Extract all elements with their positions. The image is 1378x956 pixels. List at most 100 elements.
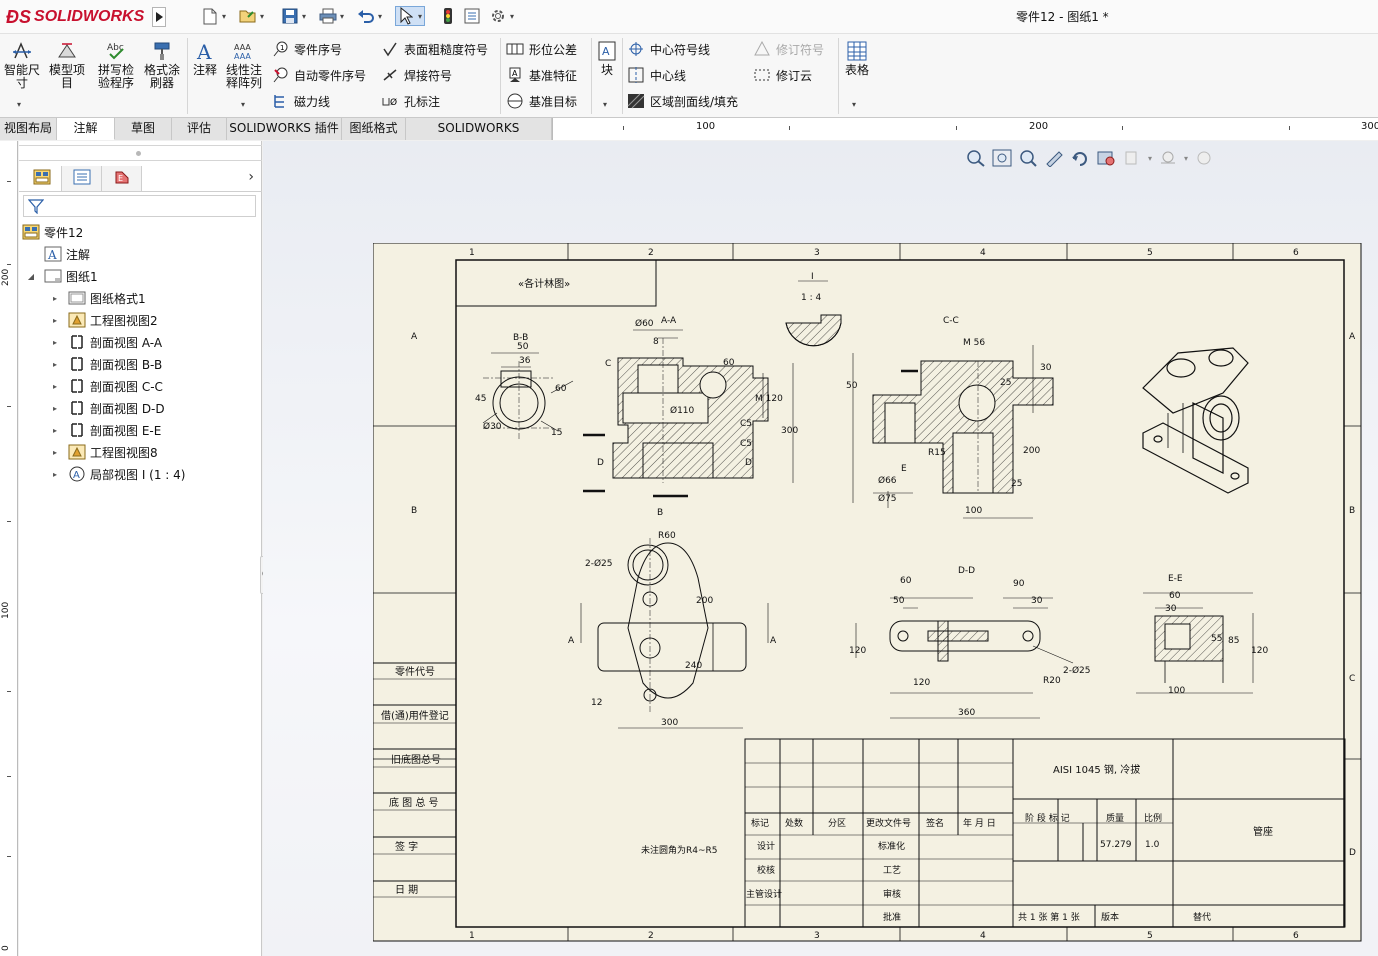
select-button[interactable]: ▾ [395,6,425,26]
chevron-down-icon[interactable]: ▾ [221,11,226,21]
tab-sheet-format[interactable]: 图纸格式 [342,118,406,140]
view-settings-icon[interactable] [1191,148,1217,168]
sketch-tool-icon[interactable] [1041,148,1067,168]
hide-show-items-icon[interactable] [1119,148,1145,168]
section-view-b-b[interactable] [482,352,574,441]
expand-arrow-icon[interactable]: ▸ [52,447,57,457]
rotate-view-icon[interactable] [1067,148,1093,168]
chevron-down-icon[interactable]: ▾ [603,100,608,109]
chevron-down-icon[interactable]: ▾ [1147,153,1152,163]
tab-dimxpert[interactable]: E [102,166,142,191]
chevron-down-icon[interactable]: ▾ [339,11,344,21]
chevron-down-icon[interactable]: ▾ [241,100,246,109]
chevron-down-icon[interactable]: ▾ [1183,153,1188,163]
chevron-right-icon[interactable]: › [248,169,254,185]
tab-annotation[interactable]: 注解 [57,118,115,140]
blocks-button[interactable]: A 块 [594,40,620,77]
save-button[interactable]: ▾ [280,6,308,26]
tree-node-view[interactable]: ▸剖面视图 E-E [19,419,262,441]
top-view[interactable] [580,538,769,729]
collapse-arrow-icon[interactable]: ◢ [27,271,35,281]
expand-arrow-icon[interactable]: ▸ [52,359,57,369]
expand-arrow-icon[interactable]: ▸ [52,293,57,303]
revision-cloud-button[interactable]: 修订云 [752,65,812,85]
chevron-down-icon[interactable]: ▾ [301,11,306,21]
chevron-down-icon[interactable]: ▾ [259,11,264,21]
undo-button[interactable]: ▾ [356,6,384,26]
tab-feature-manager[interactable] [22,166,62,191]
weld-symbol-button[interactable]: 焊接符号 [380,65,452,85]
tab-view-layout[interactable]: 视图布局 [0,118,57,140]
tree-node-view[interactable]: ▸剖面视图 A-A [19,331,262,353]
chevron-down-icon[interactable]: ▾ [852,100,857,109]
chevron-down-icon[interactable]: ▾ [417,11,422,21]
zoom-to-fit-icon[interactable] [963,148,989,168]
tree-node-view[interactable]: ▸图纸格式1 [19,287,262,309]
display-settings-icon[interactable] [1093,148,1119,168]
tree-node-view[interactable]: ▸工程图视图8 [19,441,262,463]
tables-button[interactable]: 表格 [842,40,872,77]
tree-node-view[interactable]: ▸剖面视图 C-C [19,375,262,397]
tab-sketch[interactable]: 草图 [115,118,172,140]
tab-property-manager[interactable] [62,166,102,191]
tree-node-view[interactable]: ▸工程图视图2 [19,309,262,331]
auto-balloon-button[interactable]: 自动零件序号 [270,65,366,85]
tree-filter-input[interactable] [23,195,256,217]
chevron-down-icon[interactable]: ▾ [377,11,382,21]
print-button[interactable]: ▾ [318,6,346,26]
tree-node-view[interactable]: ▸剖面视图 D-D [19,397,262,419]
previous-view-icon[interactable] [1015,148,1041,168]
model-items-button[interactable]: 模型项目 [46,40,88,90]
graphics-area[interactable]: ▾ ▾ 1 2 3 4 [263,141,1378,956]
section-view-e-e[interactable] [1136,592,1254,694]
options-button[interactable]: ▾ [488,6,516,26]
revision-symbol-button[interactable]: 修订符号 [752,39,824,59]
surface-finish-button[interactable]: 表面粗糙度符号 [380,39,488,59]
tab-inspection[interactable]: SOLIDWORKS Inspection [406,118,552,156]
solidworks-logo[interactable]: ƉS SOLIDWORKS [6,4,148,30]
menu-expand-button[interactable] [152,7,166,27]
area-hatch-button[interactable]: 区域剖面线/填充 [626,91,738,111]
section-view-c-c[interactable] [852,345,1054,519]
format-painter-button[interactable]: 格式涂刷器 [141,40,183,90]
tab-addins[interactable]: SOLIDWORKS 插件 [227,118,342,140]
expand-arrow-icon[interactable]: ▸ [52,425,57,435]
drawing-sheet[interactable]: 1 2 3 4 5 6 1 2 3 4 5 6 A B A B C D [373,243,1373,943]
centerline-button[interactable]: 中心线 [626,65,686,85]
geometric-tolerance-button[interactable]: 形位公差 [505,39,577,59]
spell-check-button[interactable]: Abc 拼写检验程序 [95,40,137,90]
tree-node-view[interactable]: ▸剖面视图 B-B [19,353,262,375]
section-view-d-d[interactable] [855,597,1074,719]
expand-arrow-icon[interactable]: ▸ [52,337,57,347]
isometric-view[interactable] [1142,347,1249,494]
panel-splitter[interactable] [19,145,262,161]
new-document-button[interactable]: ▾ [200,6,228,26]
datum-target-button[interactable]: 基准目标 [505,91,577,111]
apply-scene-icon[interactable] [1155,148,1181,168]
expand-arrow-icon[interactable]: ▸ [52,469,57,479]
note-button[interactable]: A 注释 [190,40,220,77]
zoom-to-area-icon[interactable] [989,148,1015,168]
center-mark-button[interactable]: 中心符号线 [626,39,710,59]
tree-node-annotations[interactable]: A 注解 [19,243,262,265]
tree-node-root[interactable]: 零件12 [19,221,262,243]
rebuild-button[interactable] [438,6,458,26]
expand-arrow-icon[interactable]: ▸ [52,315,57,325]
magnetic-line-button[interactable]: 磁力线 [270,91,330,111]
file-properties-button[interactable] [462,6,482,26]
tab-evaluate[interactable]: 评估 [172,118,227,140]
detail-view-i[interactable] [785,280,842,347]
chevron-down-icon[interactable]: ▾ [509,11,514,21]
section-view-a-a[interactable] [583,329,794,498]
expand-arrow-icon[interactable]: ▸ [52,403,57,413]
chevron-down-icon[interactable]: ▾ [17,100,22,109]
tree-node-sheet[interactable]: ◢ 图纸1 [19,265,262,287]
smart-dimension-button[interactable]: 智能尺寸 [2,40,42,90]
expand-arrow-icon[interactable]: ▸ [52,381,57,391]
open-document-button[interactable]: ▾ [238,6,266,26]
